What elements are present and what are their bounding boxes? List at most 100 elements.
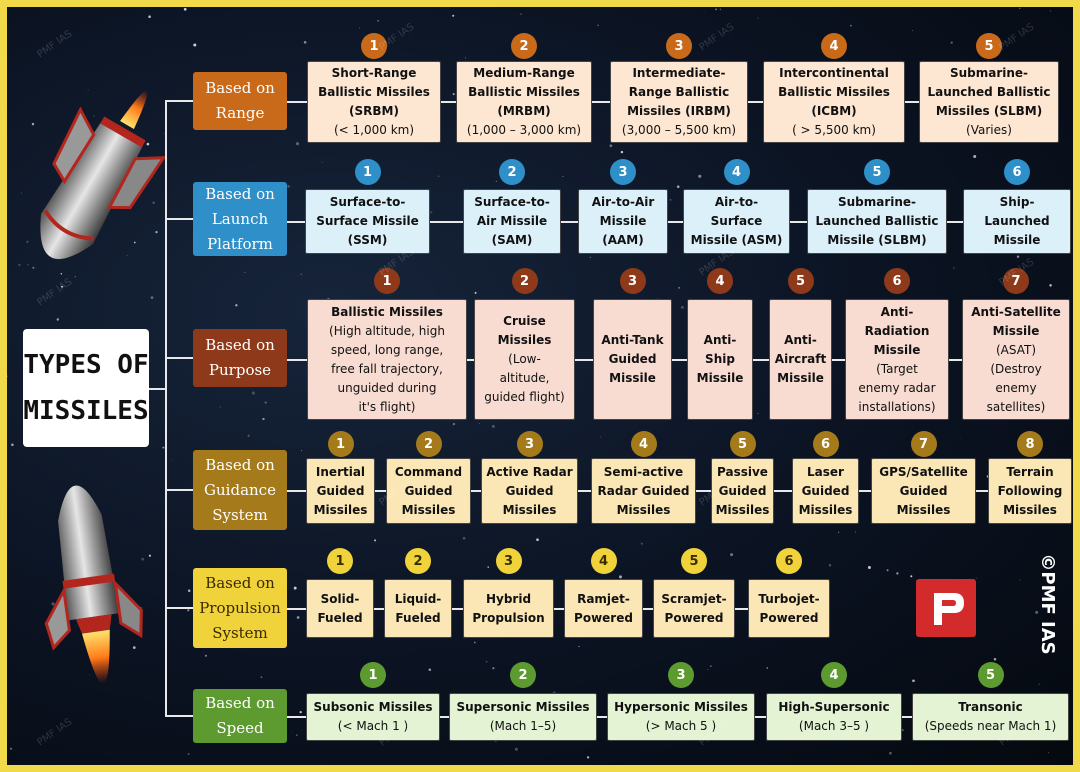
missile-type-name-line: Missiles: [715, 502, 770, 517]
missile-type-name-line: Ballistic Missiles: [318, 85, 430, 99]
branch-line-launch: [165, 218, 193, 220]
missile-type-name-line: Missiles: [798, 502, 853, 517]
missile-type-box: Supersonic Missiles(Mach 1–5): [449, 693, 597, 741]
missile-type-name-line: Missile: [873, 342, 921, 357]
rocket-top-illustration: [40, 90, 167, 260]
missile-type-name-line: Anti-Tank: [601, 333, 664, 347]
item-number-badge: 1: [374, 268, 400, 294]
missile-type-detail-line: enemy: [995, 380, 1037, 395]
missile-type-name-line: Ramjet-: [577, 591, 630, 606]
missile-type-name-line: Launched Ballistic: [927, 85, 1051, 99]
item-number-badge: 4: [630, 431, 657, 457]
missile-type-name-line: Missiles: [616, 502, 671, 517]
missile-type-name-line: Launched Ballistic: [815, 214, 939, 228]
missile-type-name-line: Guided: [801, 483, 850, 498]
missile-type-text: Surface-to-Surface Missile(SSM): [316, 193, 419, 250]
row-connector-range: [287, 101, 919, 103]
missile-type-text: Turbojet-Powered: [758, 590, 819, 628]
missile-type-name-line: Anti-: [784, 333, 817, 347]
item-number-badge: 2: [510, 662, 536, 688]
missile-type-detail-line: (High altitude, high: [329, 323, 445, 338]
missile-type-detail-line: (Mach 3–5 ): [798, 719, 870, 733]
missile-type-text: Supersonic Missiles(Mach 1–5): [456, 698, 589, 736]
missile-type-name-line: GPS/Satellite: [879, 464, 968, 479]
missile-type-detail-line: (Low-: [508, 352, 541, 366]
category-label-line: Based on: [205, 79, 275, 97]
branch-line-guidance: [165, 489, 193, 491]
missile-type-text: Scramjet-Powered: [661, 590, 726, 628]
missile-type-name-line: Command: [394, 464, 463, 479]
item-number-badge: 2: [511, 268, 538, 294]
missile-type-name-line: Surface: [710, 214, 763, 228]
missile-type-name-line: Missiles: [896, 502, 951, 517]
missile-type-name-line: Propulsion: [472, 610, 545, 625]
missile-type-name-line: Missile: [696, 371, 744, 385]
missile-type-name-line: Passive: [717, 464, 768, 479]
missile-type-name-line: Missile (ASM): [690, 233, 783, 247]
item-number-badge: 3: [666, 33, 692, 59]
missile-type-name-line: (MRBM): [497, 104, 551, 118]
missile-type-box: Surface-to-Air Missile(SAM): [463, 189, 561, 254]
missile-type-detail-line: (Speeds near Mach 1): [924, 719, 1057, 733]
category-label-line: Based on: [205, 573, 275, 592]
missile-type-name-line: Ship: [705, 352, 735, 366]
missile-type-name-line: Radiation: [864, 323, 930, 338]
missile-type-name-line: (SRBM): [349, 104, 399, 118]
missile-type-box: High-Supersonic(Mach 3–5 ): [766, 693, 902, 741]
category-label-line: Based on: [205, 184, 275, 203]
missile-type-name-line: Inertial: [315, 464, 366, 479]
missile-type-detail-line: speed, long range,: [330, 342, 444, 357]
missile-type-name-line: Anti-Satellite: [971, 304, 1061, 319]
title-line-2: MISSILES: [23, 396, 149, 426]
title-line-1: TYPES OF: [23, 350, 149, 380]
missile-type-name-line: Anti-: [880, 304, 914, 319]
missile-type-detail-line: (Destroy: [990, 361, 1042, 376]
item-number-badge: 4: [821, 662, 847, 688]
missile-type-name-line: Liquid-: [394, 591, 442, 606]
missile-type-box: Subsonic Missiles(< Mach 1 ): [306, 693, 440, 741]
item-number-badge: 4: [707, 268, 733, 294]
item-number-badge: 6: [1004, 159, 1030, 185]
missile-type-name-line: Semi-active: [603, 464, 684, 479]
missile-type-name-line: Turbojet-: [758, 591, 820, 606]
missile-type-name-line: Missiles: [401, 502, 456, 517]
missile-type-detail-line: it's flight): [358, 399, 416, 414]
missile-type-detail-line: satellites): [986, 399, 1046, 414]
item-number-badge: 5: [864, 159, 890, 185]
item-number-badge: 1: [327, 431, 354, 457]
category-label-line: Launch: [211, 209, 269, 228]
missile-type-name-line: Submarine-: [949, 66, 1029, 80]
missile-type-name-line: Missiles: [1003, 502, 1057, 517]
category-label-line: System: [212, 505, 268, 524]
branch-line-propulsion: [165, 607, 193, 609]
item-number-badge: 1: [361, 33, 387, 59]
missile-type-name-line: Ballistic Missiles: [778, 85, 890, 99]
missile-type-name-line: Ballistic Missiles: [468, 85, 580, 99]
missile-type-box: Turbojet-Powered: [748, 579, 830, 638]
missile-type-name-line: Scramjet-: [661, 591, 727, 606]
item-number-badge: 2: [415, 431, 442, 457]
missile-type-name-line: Missiles: [313, 502, 368, 517]
item-number-badge: 5: [977, 662, 1004, 688]
missile-type-name-line: Missiles: [497, 333, 552, 347]
